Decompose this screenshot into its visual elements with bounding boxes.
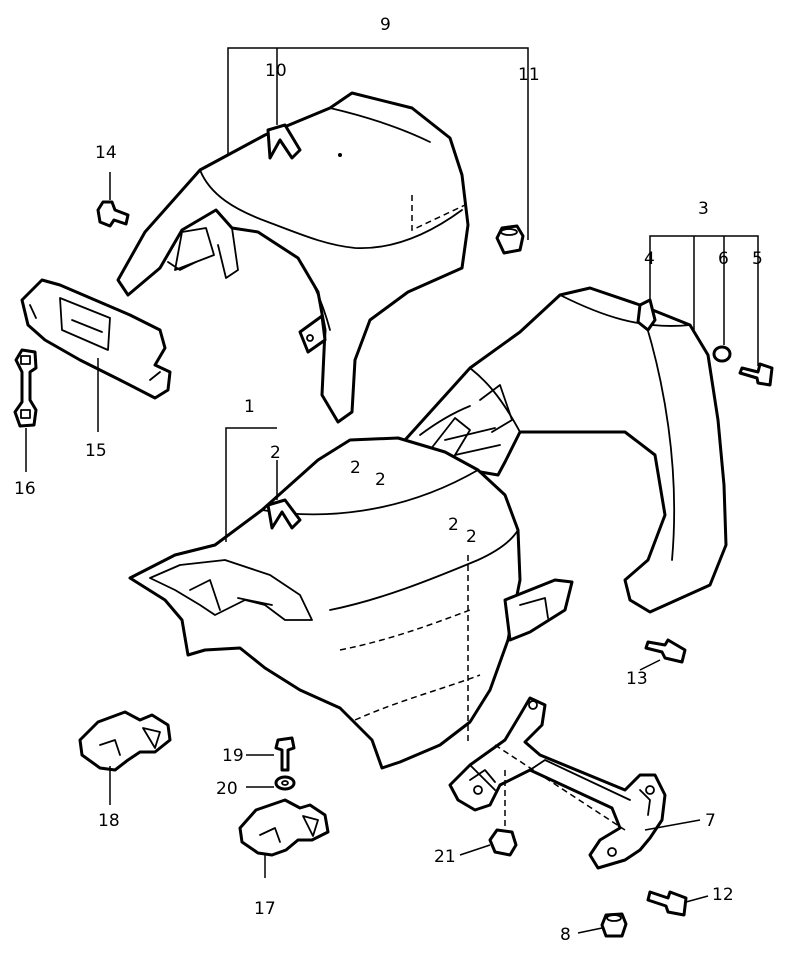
seat-frame-part-7: [448, 696, 667, 870]
screw-part-19: [274, 736, 296, 772]
grommet-part-21: [488, 828, 518, 857]
hook-part-18: [78, 710, 172, 772]
callout-20: 20: [216, 779, 238, 799]
callout-2: 2: [270, 443, 281, 463]
seat-mark: 2: [350, 458, 361, 478]
callout-labels: 9 10 11 14 3 4 6 5 1 2 15 16 13 19 20 18…: [14, 15, 763, 945]
callout-14: 14: [95, 143, 117, 163]
callout-8: 8: [560, 925, 571, 945]
callout-9: 9: [380, 15, 391, 35]
grommet-part-11: [495, 224, 525, 255]
callout-3: 3: [698, 199, 709, 219]
callout-12: 12: [712, 885, 734, 905]
callout-5: 5: [752, 249, 763, 269]
rear-seat-part-3: [403, 286, 728, 614]
callout-19: 19: [222, 746, 244, 766]
callout-4: 4: [644, 249, 655, 269]
front-seat-part-1: [128, 436, 574, 770]
callout-16: 16: [14, 479, 36, 499]
callout-6: 6: [718, 249, 729, 269]
leader-lines: [25, 47, 759, 934]
damper-part-8: [600, 912, 628, 938]
callout-1: 1: [244, 397, 255, 417]
callout-11: 11: [518, 65, 540, 85]
callout-17: 17: [254, 899, 276, 919]
seat-mark: 2: [466, 527, 477, 547]
rear-cowl-part-9: [116, 91, 470, 424]
callout-21: 21: [434, 847, 456, 867]
washer-part-6: [712, 345, 732, 363]
seat-mark: 2: [375, 470, 386, 490]
hook-part-17: [238, 798, 330, 857]
washer-part-20: [274, 775, 296, 791]
seat-mark: 2: [448, 515, 459, 535]
bolt-part-12: [646, 890, 688, 917]
callout-15: 15: [85, 441, 107, 461]
bolt-part-13: [644, 638, 687, 664]
callout-7: 7: [705, 811, 716, 831]
callout-18: 18: [98, 811, 120, 831]
latch-plate-part-15: [20, 278, 172, 400]
bolt-part-14: [96, 200, 130, 228]
strap-part-16: [13, 348, 38, 428]
bolt-part-5: [738, 362, 774, 387]
callout-13: 13: [626, 669, 648, 689]
callout-10: 10: [265, 61, 287, 81]
